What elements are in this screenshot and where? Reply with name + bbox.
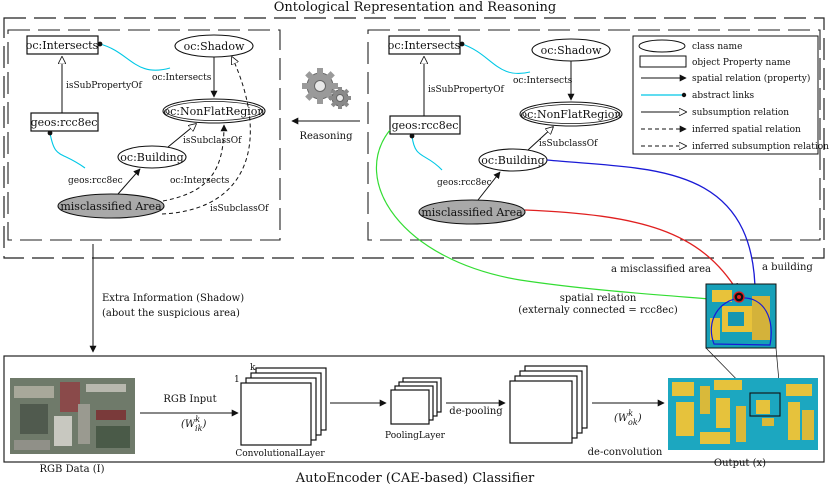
extra-info-line1: Extra Information (Shadow)	[102, 293, 244, 304]
left-node-nonflat-label: oc:NonFlatRegion	[163, 105, 264, 118]
detail-image	[705, 283, 777, 349]
misclassified-curve	[524, 209, 739, 293]
deconv-layer-stack	[509, 365, 588, 444]
right-edge-misc-building	[477, 171, 501, 201]
right-node-misclassified	[418, 199, 526, 225]
pooling-layer-stack	[390, 377, 442, 425]
right-edge-intersects-label: oc:Intersects	[513, 76, 573, 86]
top-title: Ontological Representation and Reasoning	[274, 0, 557, 15]
left-node-intersects-label: oc:Intersects	[26, 39, 99, 52]
left-edge-subproperty-label: isSubPropertyOf	[66, 81, 142, 91]
extra-info-line2: (about the suspicious area)	[102, 308, 240, 319]
legend-inferred-subsumption: inferred subsumption relation	[692, 142, 829, 152]
annotation-misclassified-area: a misclassified area	[611, 264, 711, 275]
right-edge-subproperty-label: isSubPropertyOf	[428, 85, 504, 95]
right-panel-frame	[367, 29, 821, 241]
left-edge-misc-building	[117, 168, 141, 195]
left-edge-subclass	[167, 124, 196, 148]
left-panel-frame	[7, 29, 281, 241]
left-inferred-intersects-label: oc:Intersects	[170, 176, 230, 186]
right-edge-rcc8-label: geos:rcc8ec	[437, 178, 492, 188]
left-abstract-link-intersects	[99, 43, 171, 71]
left-inferred-intersects	[162, 124, 228, 202]
legend-abstract-links: abstract links	[692, 91, 755, 101]
conv-layer-stack	[240, 367, 327, 446]
stack-label-k: k	[250, 363, 256, 373]
rgb-data-image	[10, 378, 135, 454]
right-node-misclassified-label: misclassified Area	[421, 206, 523, 219]
left-abstract-link-rcc8	[49, 132, 86, 169]
pooling-layer-label: PoolingLayer	[385, 431, 446, 441]
output-zoom-box	[749, 392, 781, 417]
right-node-nonflat-label: oc:NonFlatRegion	[520, 108, 621, 121]
reasoning-label: Reasoning	[299, 131, 353, 142]
de-pooling-label: de-pooling	[449, 406, 503, 417]
left-node-building	[117, 145, 187, 169]
right-node-intersects-label: oc:Intersects	[388, 39, 461, 52]
left-node-shadow-label: oc:Shadow	[184, 40, 245, 53]
legend-inferred-spatial: inferred spatial relation	[692, 125, 801, 135]
legend-subsumption: subsumption relation	[692, 108, 789, 118]
legend-class-name: class name	[692, 42, 742, 52]
conv-layer-label: ConvolutionalLayer	[235, 449, 325, 459]
left-node-rcc8	[30, 112, 99, 132]
legend-spatial-relation: spatial relation (property)	[692, 73, 810, 84]
annotation-spatial-relation-2: (externaly connected = rcc8ec)	[518, 305, 678, 316]
right-node-rcc8	[389, 115, 461, 135]
de-convolution-label: de-convolution	[588, 447, 663, 458]
right-abstract-link-rcc8	[411, 135, 443, 171]
right-node-shadow-label: oc:Shadow	[541, 44, 602, 57]
right-node-nonflat	[519, 101, 623, 127]
output-label: Output (x)	[714, 458, 766, 469]
left-node-nonflat	[162, 98, 266, 124]
right-node-rcc8-label: geos:rcc8ec	[392, 119, 459, 132]
building-curve	[546, 159, 760, 306]
left-edge-intersects-label: oc:Intersects	[152, 73, 212, 83]
output-image	[668, 378, 818, 450]
right-panel: oc:Intersects oc:Shadow geos:rcc8ec oc:N…	[367, 29, 829, 241]
left-node-rcc8-label: geos:rcc8ec	[31, 116, 98, 129]
gears-icon	[302, 68, 351, 109]
cae-frame	[3, 355, 825, 463]
right-edge-subclass-label: isSubclassOf	[539, 139, 598, 149]
left-node-misclassified	[57, 193, 165, 219]
left-inferred-subclass	[161, 57, 251, 215]
annotation-a-building: a building	[762, 262, 813, 273]
bottom-title: AutoEncoder (CAE-based) Classifier	[295, 471, 535, 486]
rgb-input-label: RGB Input	[163, 394, 216, 405]
spatial-relation-curve	[375, 129, 746, 306]
left-inferred-subclass-label: isSubclassOf	[210, 204, 269, 214]
right-abstract-link-intersects	[461, 43, 531, 74]
legend: class name object Property name spatial …	[632, 35, 829, 155]
annotation-spatial-relation-1: spatial relation	[560, 293, 637, 304]
left-edge-rcc8-label: geos:rcc8ec	[68, 176, 123, 186]
rgb-data-label: RGB Data (I)	[40, 464, 105, 475]
right-edge-subclass	[527, 127, 553, 151]
ontology-frame	[3, 17, 825, 259]
left-panel: oc:Intersects oc:Shadow geos:rcc8ec oc:N…	[7, 29, 281, 241]
stack-label-1: 1	[234, 375, 240, 385]
left-node-building-label: oc:Building	[120, 151, 183, 164]
left-edge-subclass-label: isSubclassOf	[183, 136, 242, 146]
legend-object-property: object Property name	[692, 58, 791, 68]
left-node-misclassified-label: misclassified Area	[60, 200, 162, 213]
right-node-building-label: oc:Building	[481, 154, 544, 167]
